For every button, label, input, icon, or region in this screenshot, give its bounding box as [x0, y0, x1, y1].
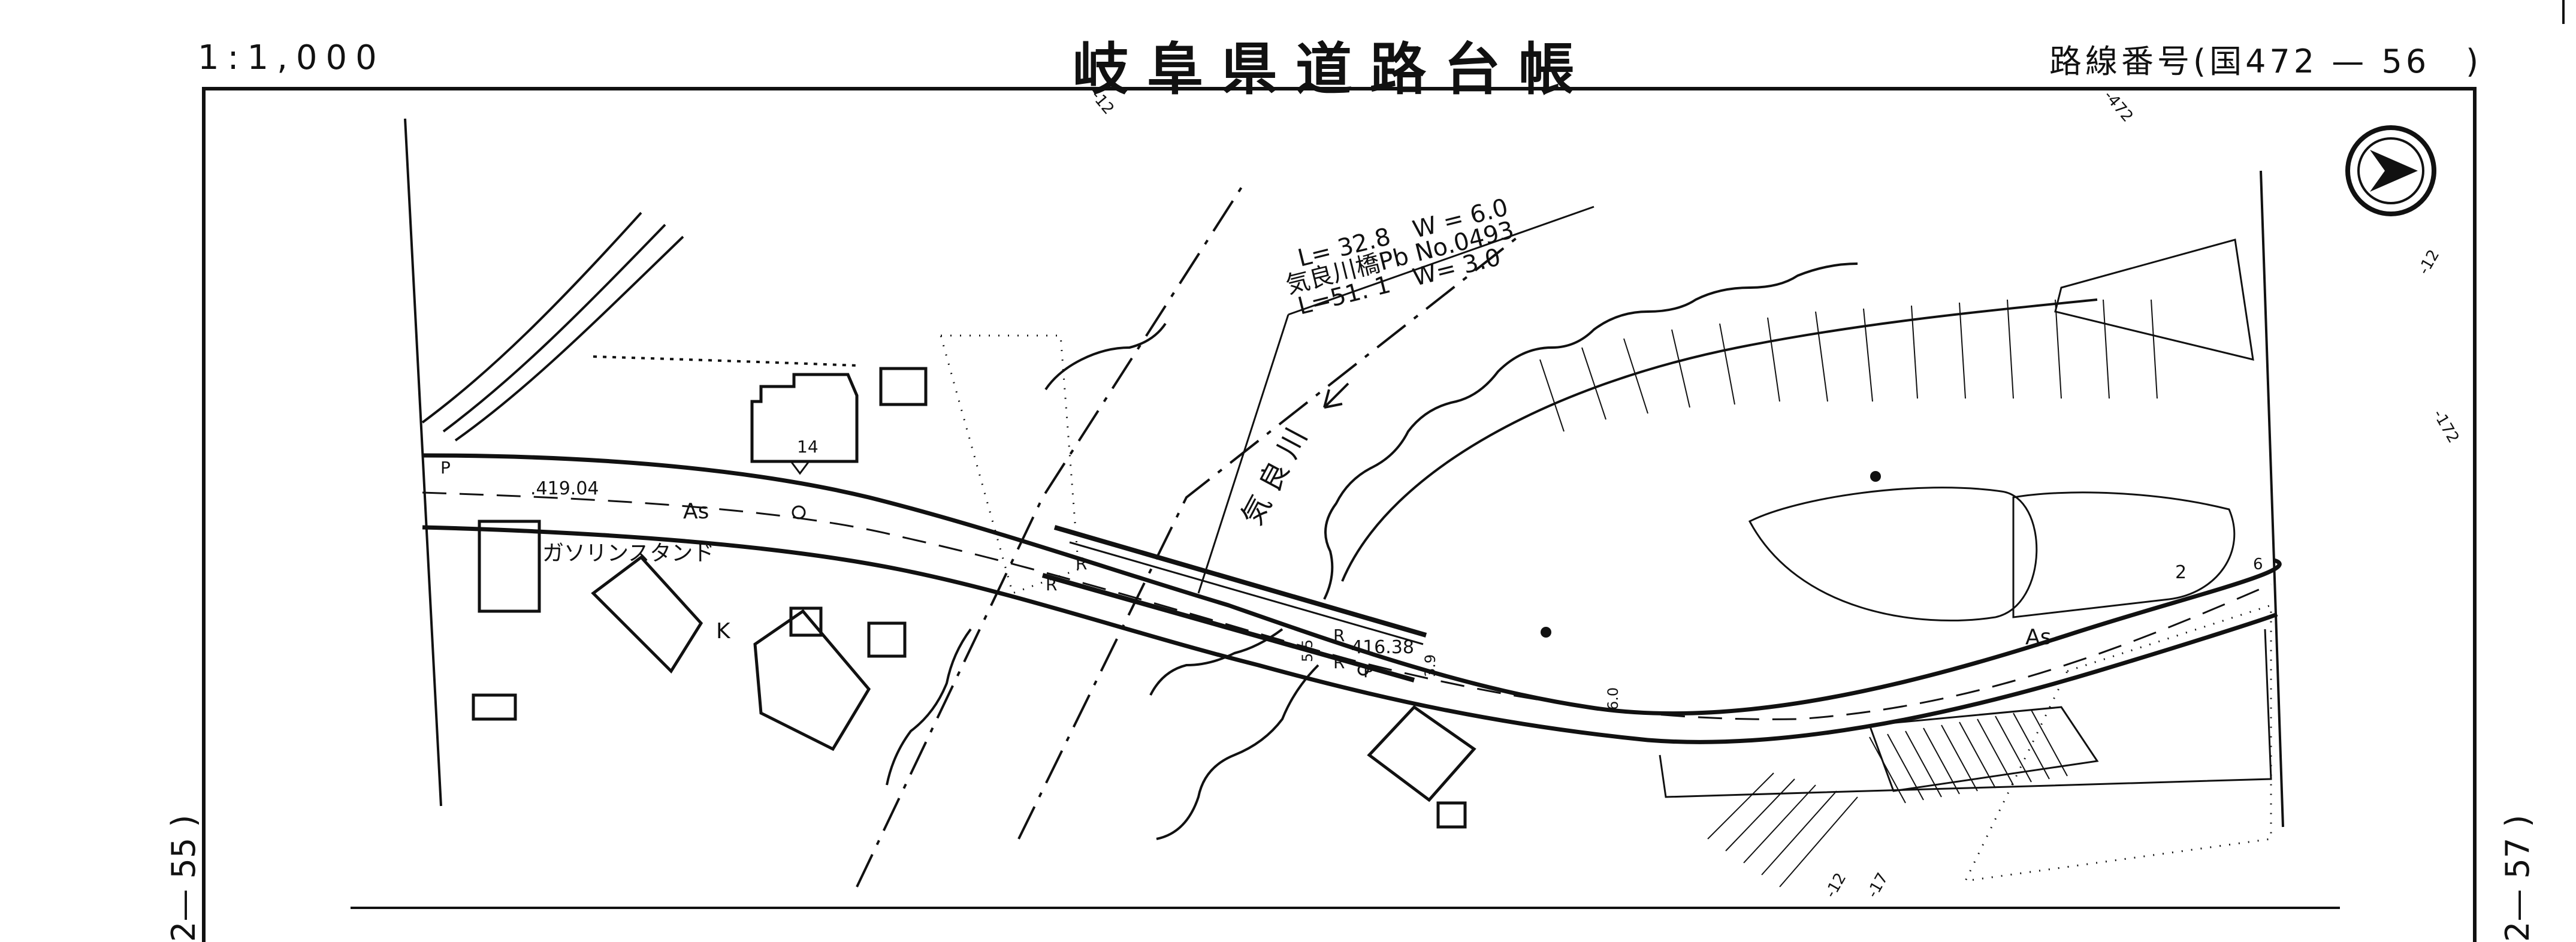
k-label: K [716, 619, 731, 644]
r-label-1: R [1076, 554, 1087, 573]
bridge [1041, 525, 1427, 683]
marker-14: 14 [797, 437, 819, 457]
buildings [472, 367, 1476, 829]
river-name-label: 気 良 川 [1235, 422, 1313, 530]
sheet-boundary-west [404, 118, 442, 807]
utility-pole-icon [1541, 627, 1551, 638]
survey-point-icon [792, 505, 806, 520]
embankment-nw [421, 212, 857, 442]
page-title: 岐阜県道路台帳 [1073, 37, 1593, 102]
dimension-6: 6 [2253, 555, 2263, 573]
sheet-boundary-east [2260, 170, 2284, 828]
bank-slope-lines [1539, 299, 2158, 432]
ref-bottom-2: -17 [1864, 870, 1892, 901]
elevation-west: .419.04 [530, 478, 599, 499]
dimension-b: 3.9 [1422, 654, 1439, 677]
map-frame [202, 87, 2477, 942]
ref-right-2: -172 [2429, 407, 2462, 446]
utility-pole-icon [1357, 664, 1369, 676]
dimension-c: 6.0 [1605, 687, 1621, 710]
surface-label-east: As [2025, 625, 2051, 650]
hatched-field [1707, 709, 2068, 887]
ref-bottom-1: -12 [1822, 870, 1850, 901]
r-label-3: R [1333, 626, 1345, 645]
riverbank-vegetation [886, 262, 2098, 840]
ref-top-left: -12 [1088, 87, 1118, 118]
gas-station-label: ガソリンスタンド [542, 541, 714, 566]
p-label-1: P [440, 458, 451, 478]
main-road [422, 453, 2282, 744]
ref-top-right: -472 [2100, 87, 2137, 125]
utility-pole-icon [1870, 471, 1881, 482]
river-centerline [856, 179, 1523, 887]
scale-label: 1:1,000 [198, 38, 385, 77]
ref-right-1: -12 [2415, 247, 2443, 278]
r-label-4: R [1333, 653, 1345, 672]
r-label-2: R [1046, 575, 1057, 594]
elevation-east: 416.38 [1351, 637, 1414, 658]
route-number: 路線番号(国472 — 56 ) [2049, 43, 2483, 80]
bridge-annotation: L= 32.8 W = 6.0 気良川橋Pb No.0493 L=51. 1 W… [1197, 194, 1594, 594]
north-arrow-icon [2345, 125, 2436, 216]
surface-label-west: As [683, 499, 709, 524]
map-symbols [789, 460, 1881, 676]
signal-icon [789, 460, 811, 475]
dimension-2: 2 [2175, 562, 2187, 583]
river-flow-arrow-icon [1323, 382, 1349, 409]
parcels-east [940, 238, 2272, 882]
dimension-a: 5.5 [1299, 639, 1316, 662]
